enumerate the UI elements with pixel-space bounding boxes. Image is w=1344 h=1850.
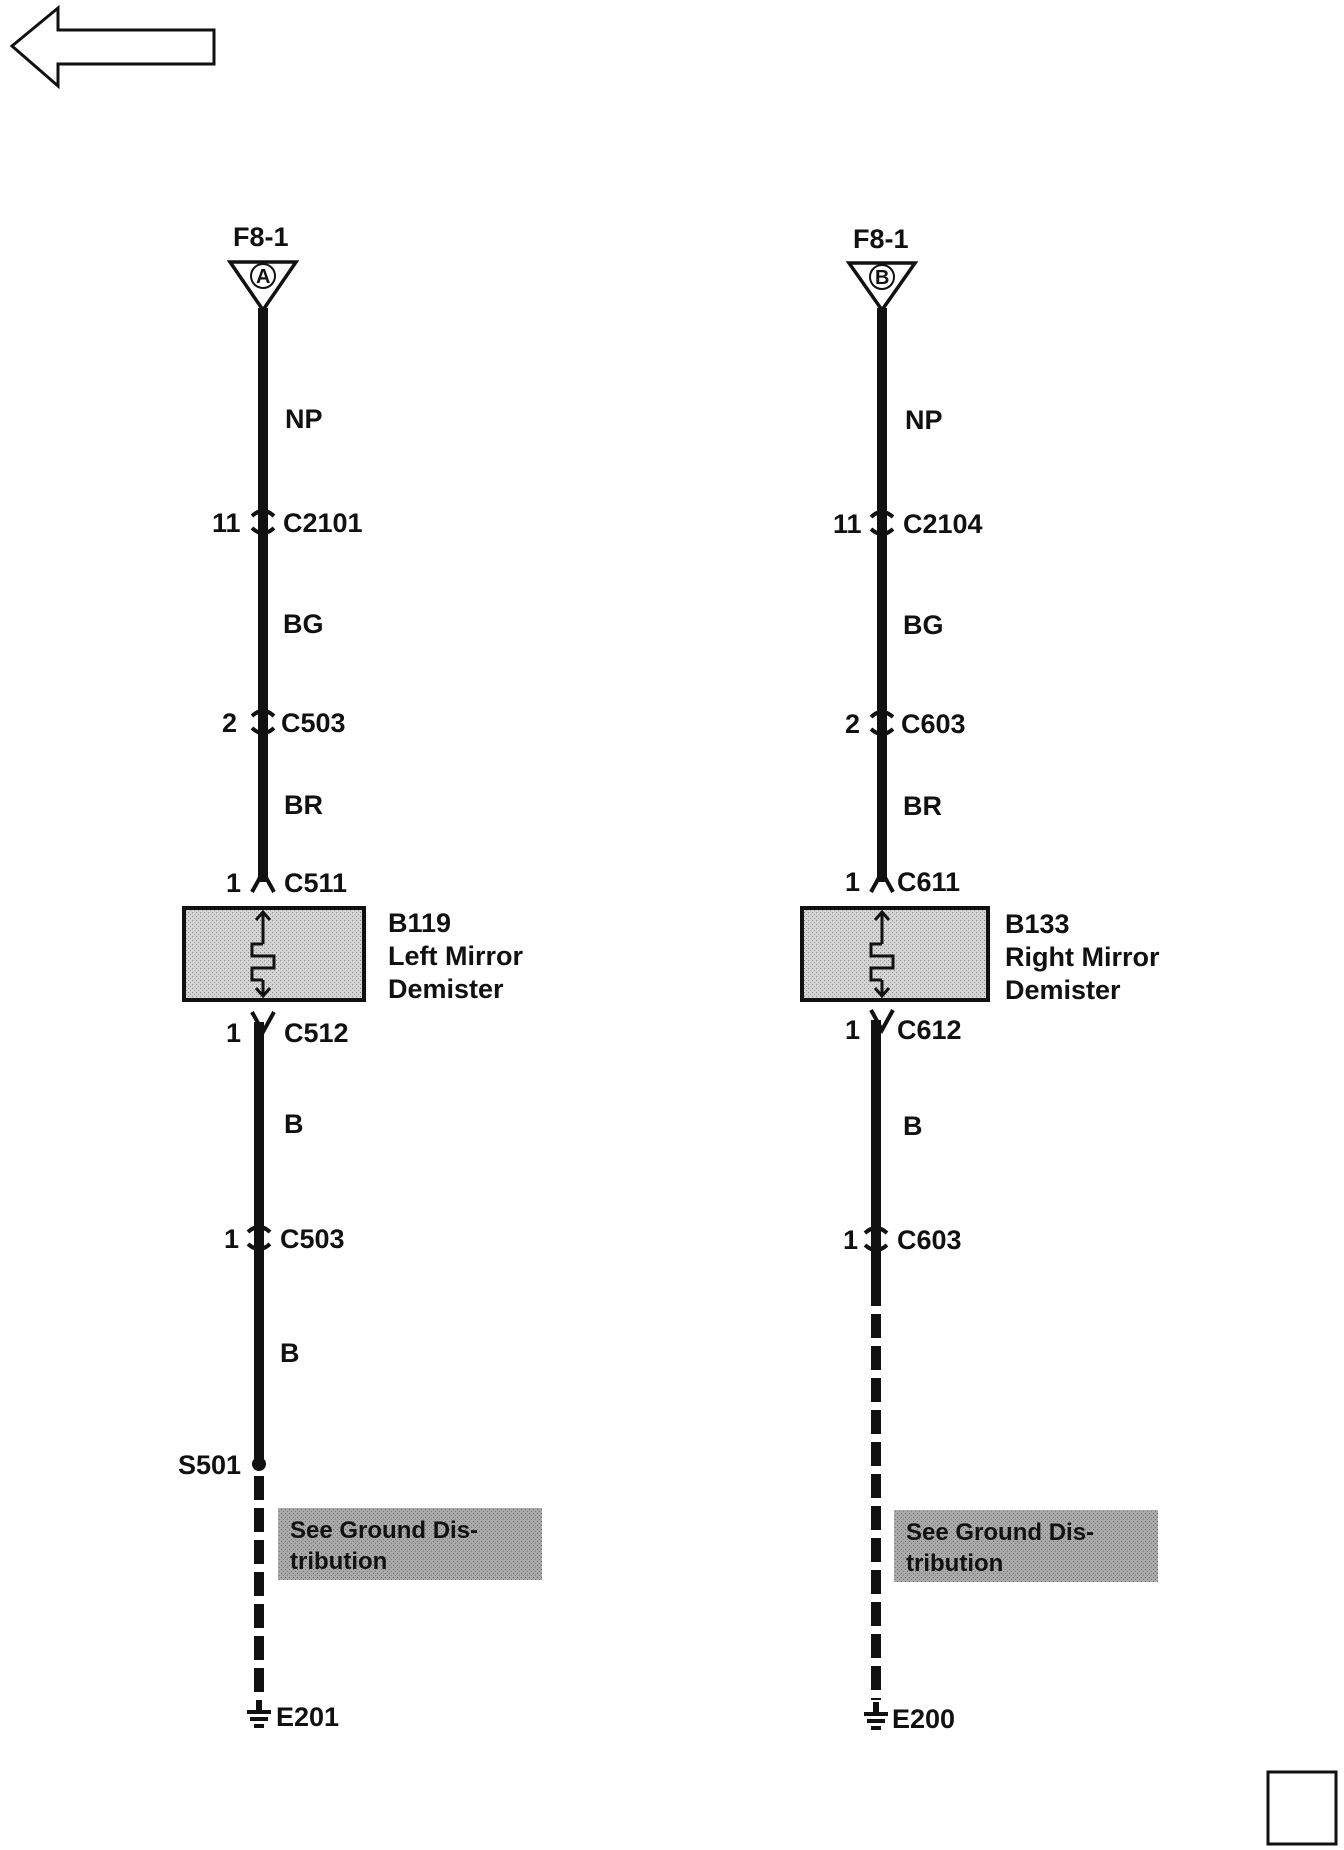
wire-color-label: BG — [283, 609, 324, 639]
connector-pin: 11 — [833, 509, 862, 539]
connector-name: C511 — [284, 868, 347, 898]
square-icon[interactable] — [1266, 1770, 1338, 1846]
inline-connector — [250, 709, 276, 735]
component-name: Demister — [1005, 975, 1121, 1005]
inline-connector — [869, 510, 895, 536]
connector-name: C612 — [897, 1015, 962, 1045]
ground-label: E201 — [276, 1702, 339, 1732]
wire-color-label: NP — [285, 404, 323, 434]
connector-pin: 2 — [222, 708, 237, 738]
connector-name: C603 — [901, 709, 966, 739]
pin-connector — [869, 1009, 895, 1035]
wire-color-label: BR — [284, 790, 323, 820]
connector-pin: 1 — [843, 1225, 858, 1255]
note-text: See Ground Dis- — [290, 1517, 478, 1544]
component-name: Left Mirror — [388, 941, 523, 971]
component-name: Right Mirror — [1005, 942, 1160, 972]
circuit-left: F8-1 A NP 11 C2101 BG 2 C503 BR 1 C511 — [178, 222, 542, 1732]
connector-pin: 2 — [845, 709, 860, 739]
circuit-right: F8-1 B NP 11 C2104 BG 2 C603 BR 1 C611 — [800, 224, 1160, 1734]
connector-pin: 11 — [212, 508, 241, 538]
splice-label: S501 — [178, 1450, 241, 1480]
wire-color-label: BR — [903, 791, 942, 821]
connector-pin: 1 — [226, 868, 241, 898]
inline-connector — [250, 509, 276, 535]
ground-icon — [864, 1702, 888, 1730]
wire-color-label: B — [280, 1338, 300, 1368]
connector-pin: 1 — [224, 1224, 239, 1254]
inline-connector — [869, 710, 895, 736]
wire-color-label: B — [284, 1109, 304, 1139]
connector-name: C512 — [284, 1018, 349, 1048]
heating-element-icon — [869, 909, 895, 999]
note-text: See Ground Dis- — [906, 1519, 1094, 1546]
pin-connector — [869, 867, 895, 893]
inline-connector — [863, 1226, 889, 1252]
connector-name: C603 — [897, 1225, 962, 1255]
connector-name: C503 — [280, 1224, 345, 1254]
source-connector: B — [845, 261, 919, 314]
inline-connector — [246, 1225, 272, 1251]
source-connector-letter: B — [875, 267, 889, 289]
connector-name: C2104 — [903, 509, 983, 539]
wire-lower — [871, 1020, 881, 1282]
demister-component — [182, 906, 366, 1002]
note-text: tribution — [906, 1550, 1003, 1577]
pin-connector — [250, 867, 276, 893]
splice-dot — [252, 1457, 266, 1471]
source-connector-letter: A — [256, 266, 270, 288]
component-id: B119 — [388, 908, 451, 938]
ground-icon — [247, 1700, 271, 1728]
note-text: tribution — [290, 1548, 387, 1575]
source-label: F8-1 — [233, 222, 289, 252]
ground-distribution-note[interactable]: See Ground Dis- tribution — [894, 1510, 1158, 1582]
left-arrow-icon[interactable] — [9, 4, 216, 90]
wire-color-label: NP — [905, 405, 943, 435]
wire-lower — [254, 1022, 264, 1464]
component-id: B133 — [1005, 909, 1070, 939]
heating-element-icon — [250, 909, 276, 999]
connector-name: C611 — [897, 867, 960, 897]
wire-color-label: BG — [903, 610, 944, 640]
wire-upper — [258, 308, 268, 882]
source-connector: A — [226, 260, 300, 314]
connector-pin: 1 — [845, 867, 860, 897]
source-label: F8-1 — [853, 224, 909, 254]
component-name: Demister — [388, 974, 504, 1004]
connector-pin: 1 — [845, 1015, 860, 1045]
wire-color-label: B — [903, 1111, 923, 1141]
connector-name: C2101 — [283, 508, 363, 538]
ground-label: E200 — [892, 1704, 955, 1734]
connector-pin: 1 — [226, 1018, 241, 1048]
ground-distribution-note[interactable]: See Ground Dis- tribution — [278, 1508, 542, 1580]
demister-component — [800, 906, 990, 1002]
wire-upper — [877, 308, 887, 882]
connector-name: C503 — [281, 708, 346, 738]
